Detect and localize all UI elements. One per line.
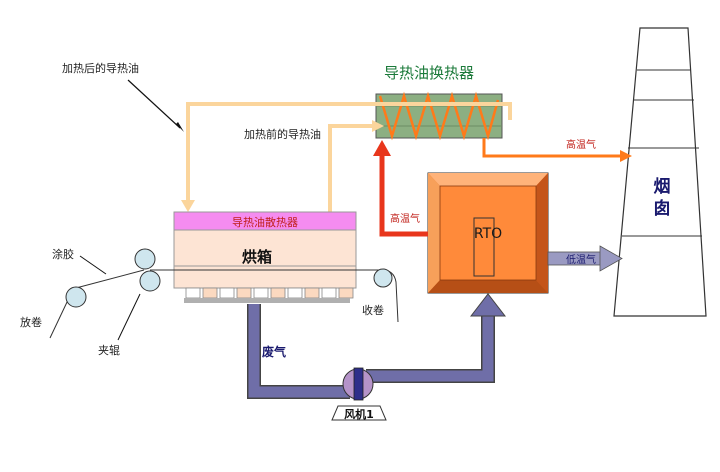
heated-oil-arrowhead (181, 200, 195, 212)
heated-oil-pointer (127, 79, 181, 129)
high-temp-gas-label-top: 高温气 (566, 138, 596, 151)
coating-label: 涂胶 (52, 247, 74, 261)
coating-roller (134, 248, 156, 270)
high-temp-gas-line-top (482, 138, 622, 158)
unwind-label: 放卷 (20, 315, 42, 329)
rto-unit (427, 172, 549, 294)
heated-oil-label: 加热后的导热油 (62, 61, 139, 75)
chimney-label-char: 烟 (654, 176, 671, 197)
unwind-roller (65, 286, 87, 308)
nip-roller (139, 270, 161, 292)
heat-exchanger (375, 91, 503, 141)
oven-nozzles (185, 287, 354, 299)
preheat-oil-arrowhead (372, 120, 384, 132)
chimney-label-char: 囱 (654, 198, 671, 219)
chimney (613, 27, 707, 317)
oil-radiator (173, 211, 357, 231)
oven-base (184, 298, 350, 303)
exchanger-coil (378, 91, 500, 141)
exhaust-gas-label: 废气 (262, 344, 286, 359)
thermal-oil-lines (186, 102, 512, 212)
high-temp-gas-label-left: 高温气 (390, 212, 420, 225)
nip-roller-label: 夹辊 (98, 343, 120, 357)
oven-label: 烘箱 (242, 248, 272, 266)
rto-label: RTO (474, 226, 502, 242)
chimney-label-char1: 烟囱 (654, 176, 671, 219)
low-temp-gas-label: 低温气 (566, 253, 596, 266)
coating-pointer (79, 255, 107, 275)
nip-roller-pointer (117, 293, 141, 341)
fan-label: 风机1 (344, 407, 374, 421)
high-temp-gas-line-left (379, 152, 428, 237)
drying-oven (173, 229, 357, 289)
preheat-oil-label: 加热前的导热油 (244, 127, 321, 141)
heat-exchanger-title: 导热油换热器 (384, 64, 474, 82)
oil-radiator-label: 导热油散热器 (232, 215, 298, 229)
exhaust-duct (247, 293, 507, 399)
rewind-label: 收卷 (362, 303, 384, 317)
fan-1 (331, 367, 387, 421)
rewind-roller (373, 268, 393, 288)
